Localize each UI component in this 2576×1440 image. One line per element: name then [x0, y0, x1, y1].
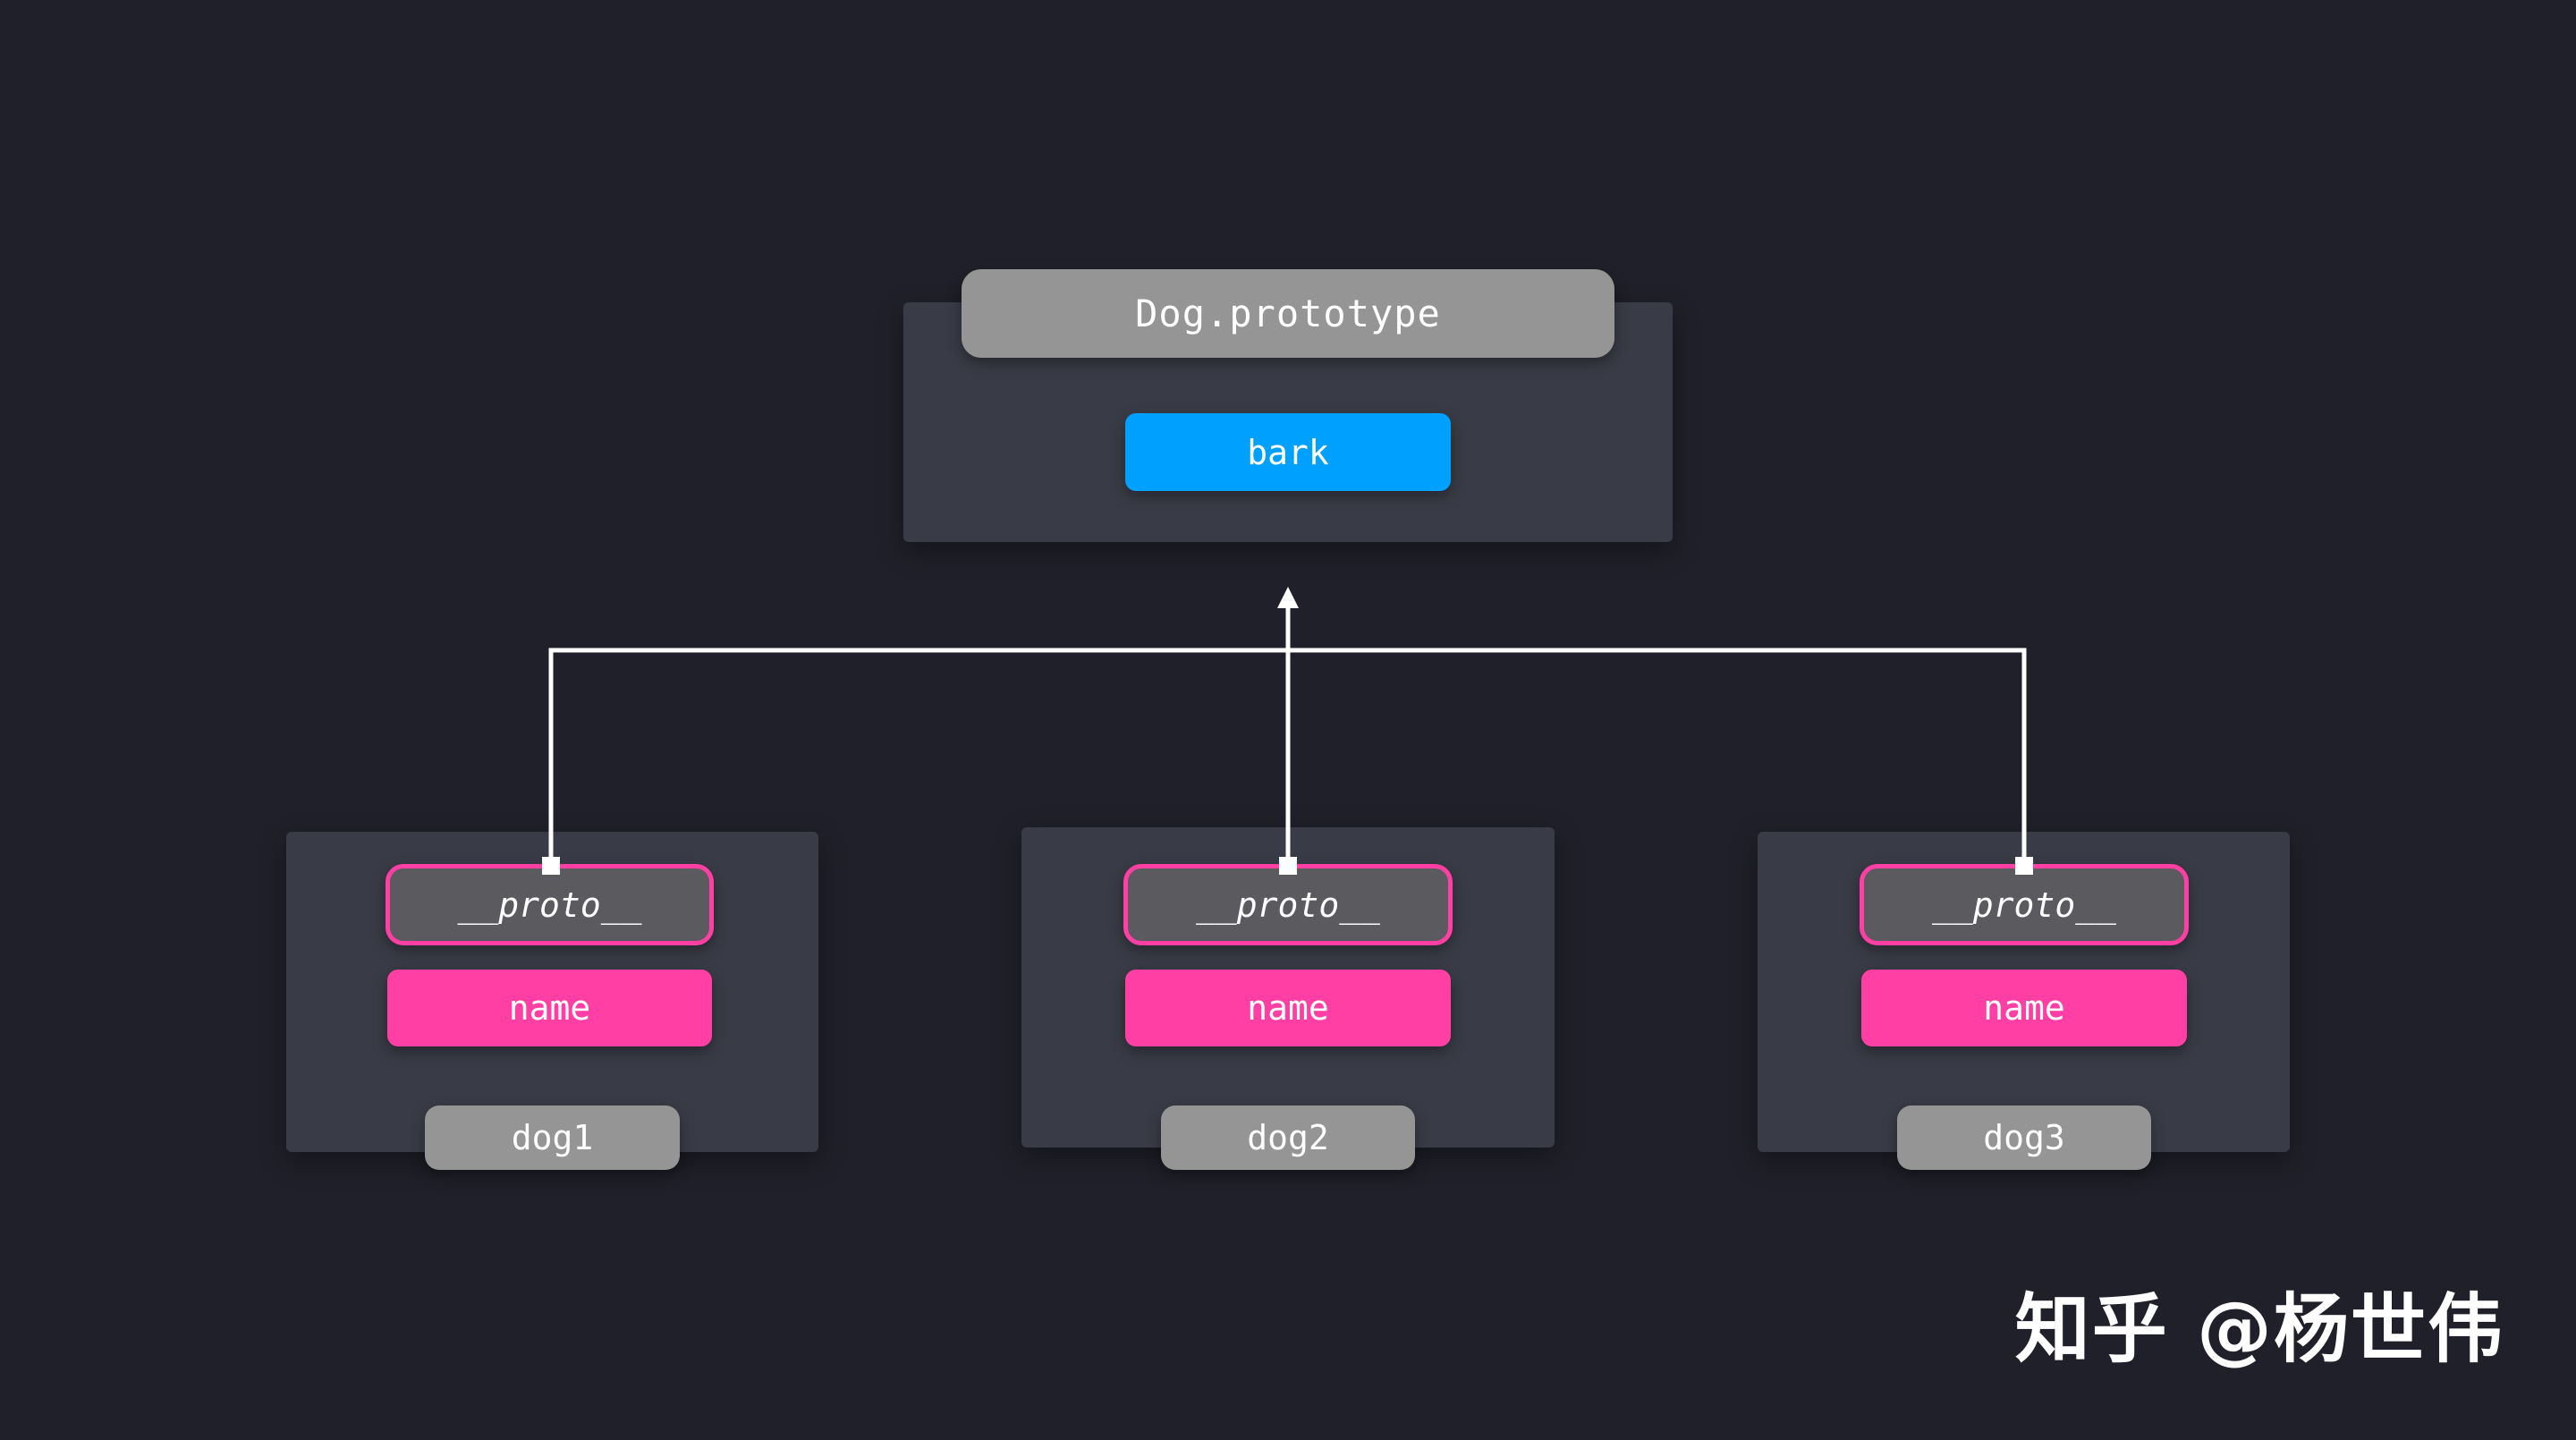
proto-link-dog3: __proto__: [1860, 864, 2189, 945]
connector-dog1: [548, 648, 1288, 866]
prototype-title: Dog.prototype: [962, 269, 1614, 358]
watermark: 知乎 @杨世伟: [2014, 1285, 2504, 1373]
proto-link-dog2: __proto__: [1123, 864, 1453, 945]
connector-lines: [548, 606, 2027, 866]
name-property-dog2: name: [1125, 970, 1451, 1046]
arrowhead-up: [1277, 587, 1299, 608]
anchor-dog3: [2015, 857, 2033, 875]
connector-dog3: [1288, 648, 2027, 866]
name-property-dog1: name: [387, 970, 712, 1046]
instance-label-dog2: dog2: [1161, 1105, 1415, 1170]
name-property-dog3: name: [1861, 970, 2187, 1046]
instance-label-dog3: dog3: [1897, 1105, 2151, 1170]
anchor-dog2: [1279, 857, 1297, 875]
bark-method: bark: [1125, 413, 1451, 491]
anchor-dog1: [542, 857, 560, 875]
instance-label-dog1: dog1: [425, 1105, 680, 1170]
